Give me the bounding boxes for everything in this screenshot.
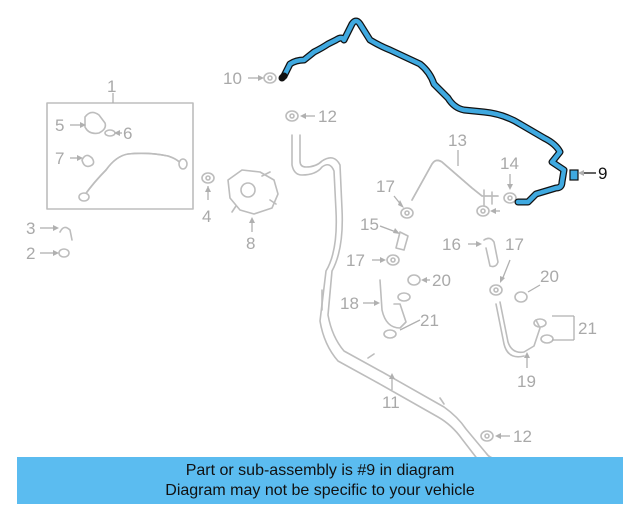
callout-6[interactable]: 6 [123,124,132,143]
part-8-thermostat-housing[interactable] [227,169,279,215]
part-3-hose-bend[interactable] [59,226,73,241]
part-10-clamp[interactable] [263,72,277,84]
callout-14[interactable]: 14 [500,154,519,173]
callout-4[interactable]: 4 [202,207,211,226]
callout-1[interactable]: 1 [107,77,116,96]
callout-10[interactable]: 10 [223,69,242,88]
part-21-seal-a[interactable] [383,292,411,339]
part-12-clamp-lower[interactable] [480,430,494,442]
part-19-pipe[interactable] [495,301,541,358]
callout-12-upper[interactable]: 12 [318,107,337,126]
info-banner: Part or sub-assembly is #9 in diagram Di… [17,457,623,504]
part-2-washer[interactable] [58,248,70,258]
part-20-fitting-a[interactable] [407,274,421,286]
callout-20-a[interactable]: 20 [432,271,451,290]
banner-line-2: Diagram may not be specific to your vehi… [165,481,475,499]
part-17-clamp-a[interactable] [400,207,414,219]
callout-21-a[interactable]: 21 [420,311,439,330]
callout-16[interactable]: 16 [442,235,461,254]
banner-line-1: Part or sub-assembly is #9 in diagram [185,461,455,479]
callout-12-lower[interactable]: 12 [513,427,532,446]
callout-18[interactable]: 18 [340,294,359,313]
part-11-coolant-pipe[interactable] [291,134,499,474]
part-20-fitting-b[interactable] [514,291,528,303]
callout-15[interactable]: 15 [360,215,379,234]
callout-3[interactable]: 3 [26,219,35,238]
part-18-pipe[interactable] [379,279,407,329]
part-15-hose[interactable] [395,231,409,251]
part-1-group-box [46,102,194,210]
callout-11[interactable]: 11 [382,393,400,412]
part-1-coolant-hose[interactable] [78,152,188,202]
callout-13[interactable]: 13 [448,131,467,150]
callout-20-b[interactable]: 20 [540,267,559,286]
callout-19[interactable]: 19 [517,372,536,391]
part-16-hose[interactable] [483,237,499,268]
callout-7[interactable]: 7 [55,149,64,168]
callout-9[interactable]: 9 [598,164,607,183]
callout-17-a[interactable]: 17 [376,177,395,196]
part-17-clamp-d[interactable] [476,205,490,217]
callout-17-c[interactable]: 17 [505,235,524,254]
part-17-clamp-c[interactable] [489,284,503,296]
callout-8[interactable]: 8 [246,234,255,253]
part-7-clip[interactable] [81,154,95,168]
part-14-clamp[interactable] [503,192,517,204]
part-17-clamp-b[interactable] [386,254,400,266]
part-5-clamp[interactable] [84,111,107,135]
part-9-highlighted-hose[interactable] [278,17,579,206]
callout-21-b[interactable]: 21 [578,319,597,338]
callout-17-b[interactable]: 17 [346,251,365,270]
part-4-clamp[interactable] [201,172,215,184]
part-6-oring[interactable] [104,129,116,137]
callout-2[interactable]: 2 [26,244,35,263]
callout-5[interactable]: 5 [55,116,64,135]
part-13-pipe[interactable] [411,159,499,207]
part-12-clamp-upper[interactable] [285,110,299,122]
